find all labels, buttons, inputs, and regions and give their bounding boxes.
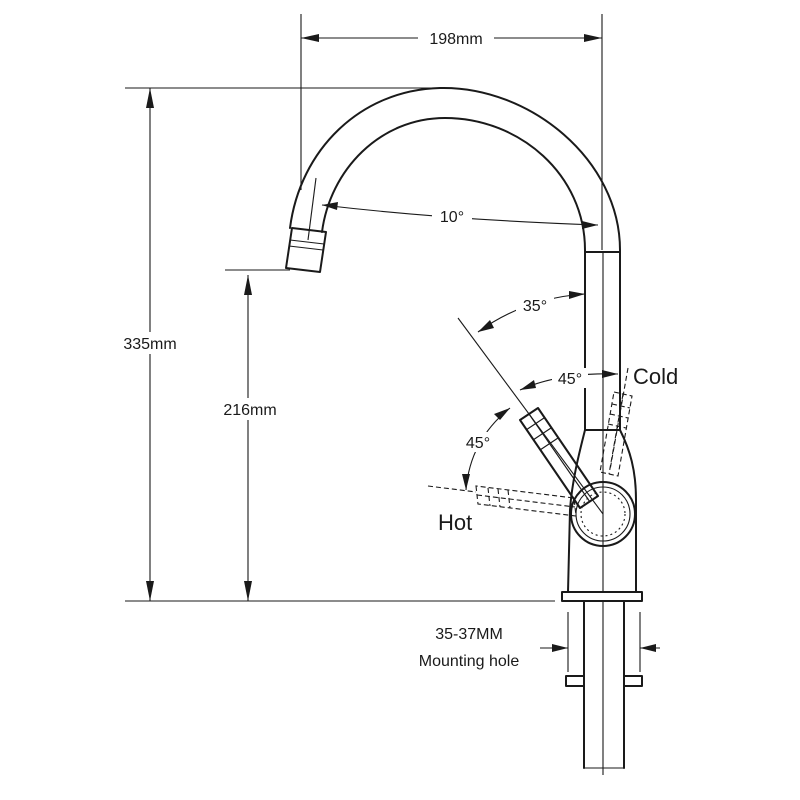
total-height-label: 335mm: [123, 336, 176, 353]
swing-angle-label: 35°: [523, 298, 547, 315]
cold-label: Cold: [633, 364, 678, 389]
cold-angle-label: 45°: [558, 371, 582, 388]
handle-center: [519, 407, 599, 509]
width-label: 198mm: [429, 31, 482, 48]
mounting-shank: [565, 600, 643, 775]
mounting-hole-size-label: 35-37MM: [435, 626, 503, 643]
cold-angle-indicator: 45°: [519, 367, 629, 471]
handle-hot: [475, 485, 577, 517]
mounting-hole-dimension: 35-37MM Mounting hole: [419, 612, 660, 672]
width-dimension: 198mm: [300, 14, 603, 250]
spout: [285, 86, 621, 431]
spout-angle-indicator: 10°: [307, 177, 599, 241]
hot-label: Hot: [438, 510, 472, 535]
hot-angle-indicator: 45°: [427, 407, 511, 493]
hot-angle-label: 45°: [466, 435, 490, 452]
spout-angle-label: 10°: [440, 209, 464, 226]
faucet-body: [561, 252, 643, 602]
swing-angle-indicator: 35°: [457, 291, 604, 515]
spout-height-label: 216mm: [223, 402, 276, 419]
mounting-hole-text-label: Mounting hole: [419, 653, 520, 670]
total-height-dimension: 335mm: [112, 87, 555, 602]
spout-height-dimension: 216mm: [210, 269, 290, 601]
